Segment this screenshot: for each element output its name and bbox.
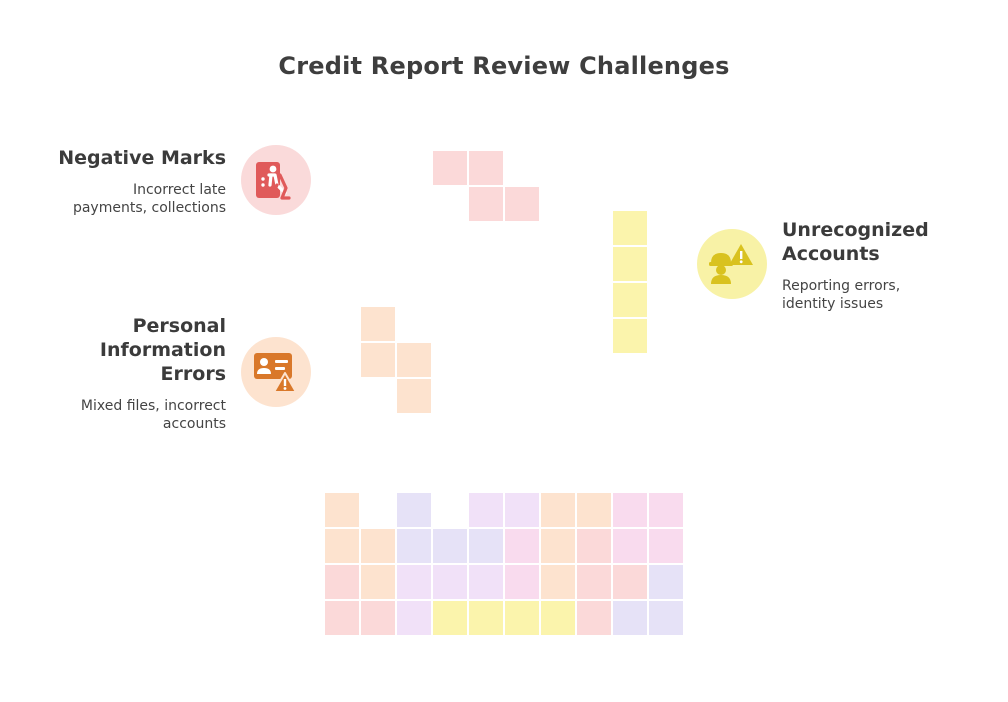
unrecognized-accounts-desc-line: Reporting errors, [782,278,901,294]
personal-info-errors-title: Personal Information Errors [6,314,226,386]
unrecognized-accounts-desc-line: identity issues [782,296,884,312]
negative-marks-desc: Incorrect late payments, collections [6,181,226,217]
negative-marks-desc-line: payments, collections [72,200,226,216]
personal-info-errors-desc: Mixed files, incorrect accounts [6,397,226,433]
unrecognized-accounts-title: Unrecognized Accounts [782,218,982,266]
orange-block-group [359,305,433,415]
worker-warning-icon [709,244,753,284]
unrecognized-accounts-title-line: Unrecognized [782,219,929,241]
unrecognized-accounts-title-line: Accounts [782,243,880,265]
negative-marks-icon-badge [241,145,311,215]
unrecognized-accounts-icon-badge [697,229,767,299]
disabled-person-icon [256,162,291,200]
diagram-title: Credit Report Review Challenges [278,52,730,80]
bottom-block-grid [323,491,685,637]
negative-marks-title: Negative Marks [58,147,226,169]
personal-info-errors-title-line: Personal [132,315,226,337]
personal-info-errors-desc-line: Mixed files, incorrect [80,398,226,414]
personal-info-errors-icon-badge [241,337,311,407]
personal-info-errors-desc-line: accounts [162,416,226,432]
unrecognized-accounts-desc: Reporting errors, identity issues [782,277,982,313]
pink-block-group [431,149,541,223]
id-card-warning-icon [254,353,297,393]
negative-marks-desc-line: Incorrect late [132,182,226,198]
personal-info-errors-title-line: Information [99,339,226,361]
yellow-block-group [611,209,649,355]
personal-info-errors-title-line: Errors [160,363,226,385]
